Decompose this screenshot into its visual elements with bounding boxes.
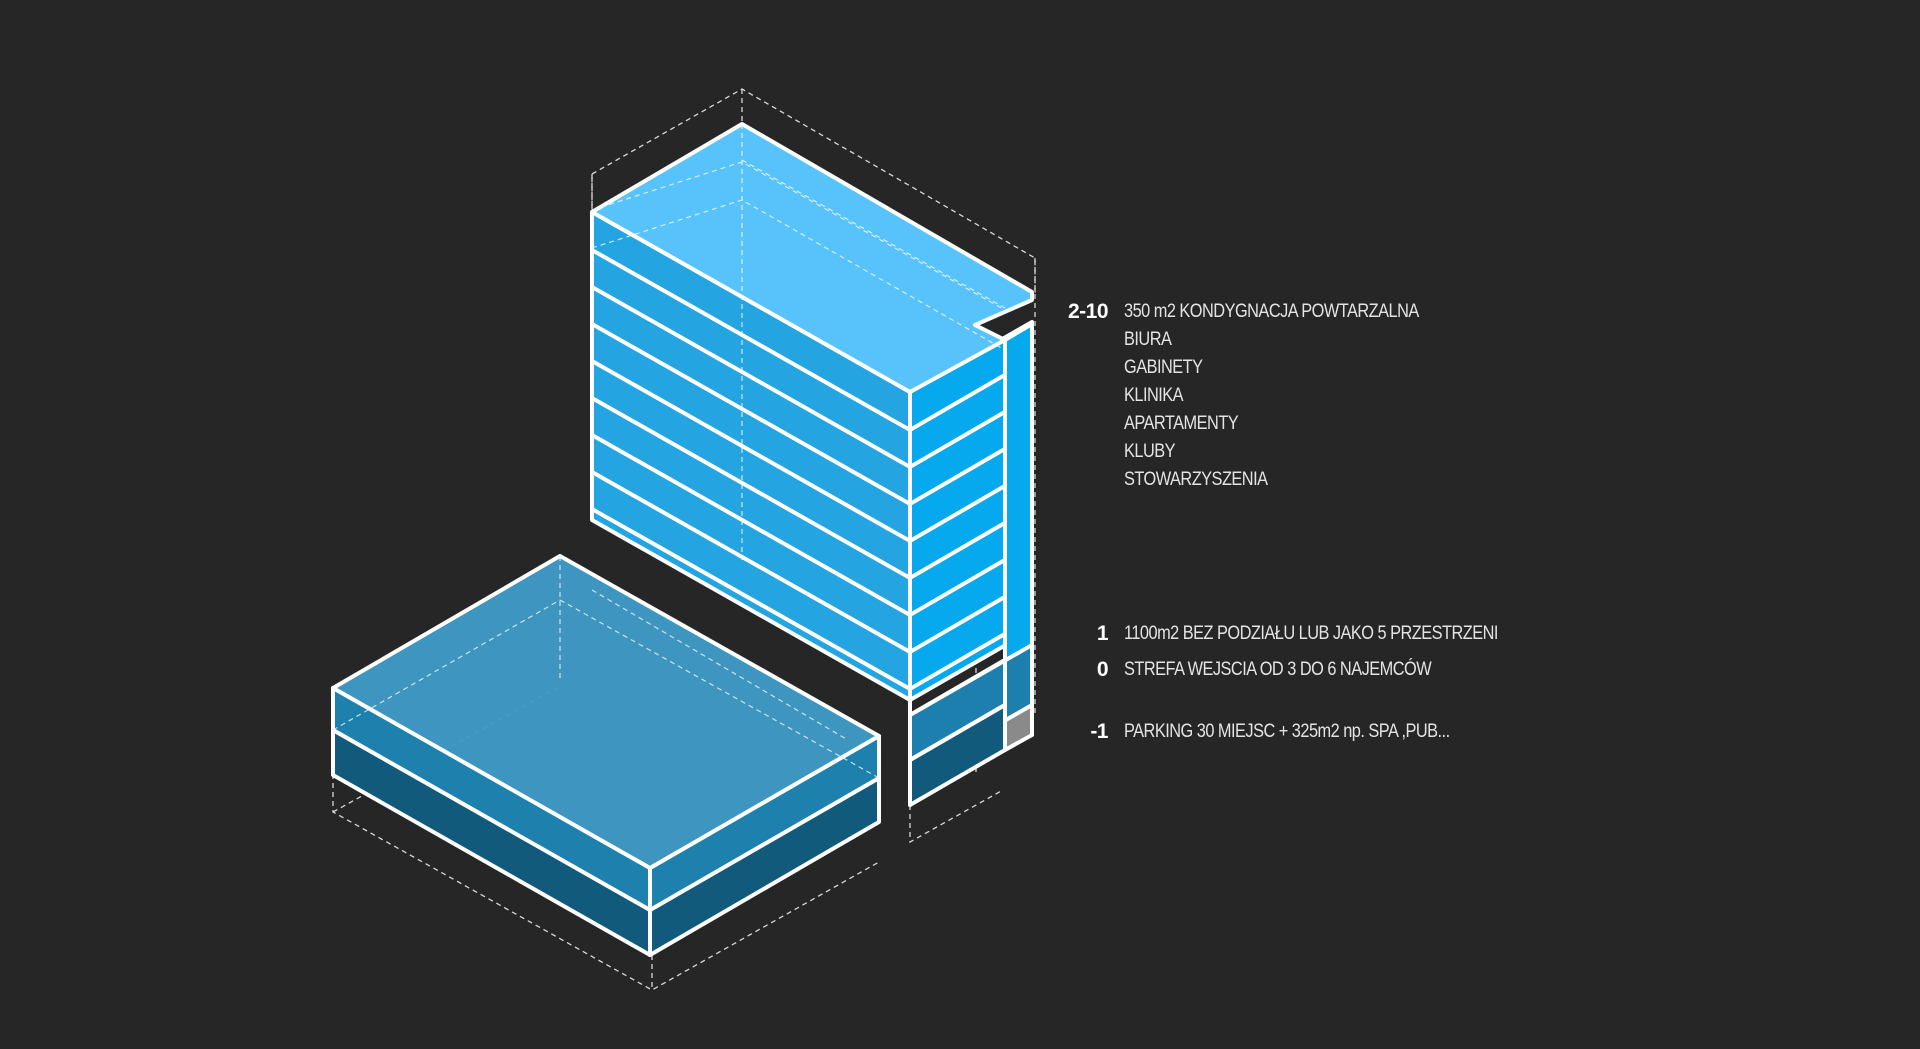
podium-roof: [331, 554, 881, 870]
legend-basement-number: -1: [1090, 720, 1108, 743]
legend-ground-floor: 0 STREFA WEJSCIA OD 3 DO 6 NAJEMCÓW: [0, 656, 1920, 690]
podium: [331, 554, 881, 957]
legend-first-floor-number: 1: [1096, 622, 1109, 645]
podium-dash-3: [559, 599, 880, 779]
tower: [590, 122, 1034, 807]
legend-basement: -1 PARKING 30 MIEJSC + 325m2 np. SPA ,PU…: [0, 718, 1920, 752]
legend-basement-text: PARKING 30 MIEJSC + 325m2 np. SPA ,PUB..…: [1124, 721, 1450, 742]
legend-upper-line: STOWARZYSZENIA: [1124, 469, 1268, 490]
tower-interior-dashes: [591, 123, 1006, 560]
tower-roof: [590, 122, 1034, 394]
legend-upper-line: GABINETY: [1124, 357, 1203, 378]
tower-wing-bottom: [1003, 698, 1034, 752]
legend-ground-floor-number: 0: [1096, 658, 1109, 681]
legend-upper-floors-number: 2-10: [1067, 300, 1109, 323]
legend-upper-floors-text: 350 m2 KONDYGNACJA POWTARZALNA BIURA GAB…: [1124, 298, 1419, 494]
tower-floor-9: [908, 659, 1005, 717]
legend-upper-line: KLUBY: [1124, 441, 1176, 462]
legend-first-floor: 1 1100m2 BEZ PODZIAŁU LUB JAKO 5 PRZESTR…: [0, 620, 1920, 654]
legend-upper-line: 350 m2 KONDYGNACJA POWTARZALNA: [1124, 301, 1419, 322]
podium-dash-2: [332, 599, 561, 731]
legend-upper-line: KLINIKA: [1124, 385, 1184, 406]
envelope-base-tower: [909, 789, 1004, 844]
envelope-base-podium: [332, 774, 880, 991]
envelope-roof: [591, 88, 1036, 293]
podium-dash-4: [591, 589, 849, 741]
podium-dashes: [332, 556, 880, 779]
tower-floor-lines: [590, 248, 1034, 807]
legend-upper-line: BIURA: [1124, 329, 1172, 350]
interior-dash-2: [591, 123, 743, 213]
interior-dash-4: [591, 199, 1006, 351]
legend-ground-floor-text: STREFA WEJSCIA OD 3 DO 6 NAJEMCÓW: [1124, 659, 1432, 680]
tower-floor-10: [908, 704, 1005, 762]
legend-upper-line: APARTAMENTY: [1124, 413, 1239, 434]
legend-first-floor-text: 1100m2 BEZ PODZIAŁU LUB JAKO 5 PRZESTRZE…: [1124, 623, 1498, 644]
legend-upper-floors: 2-10 350 m2 KONDYGNACJA POWTARZALNA BIUR…: [0, 298, 1920, 490]
interior-dash-3: [591, 161, 1006, 311]
